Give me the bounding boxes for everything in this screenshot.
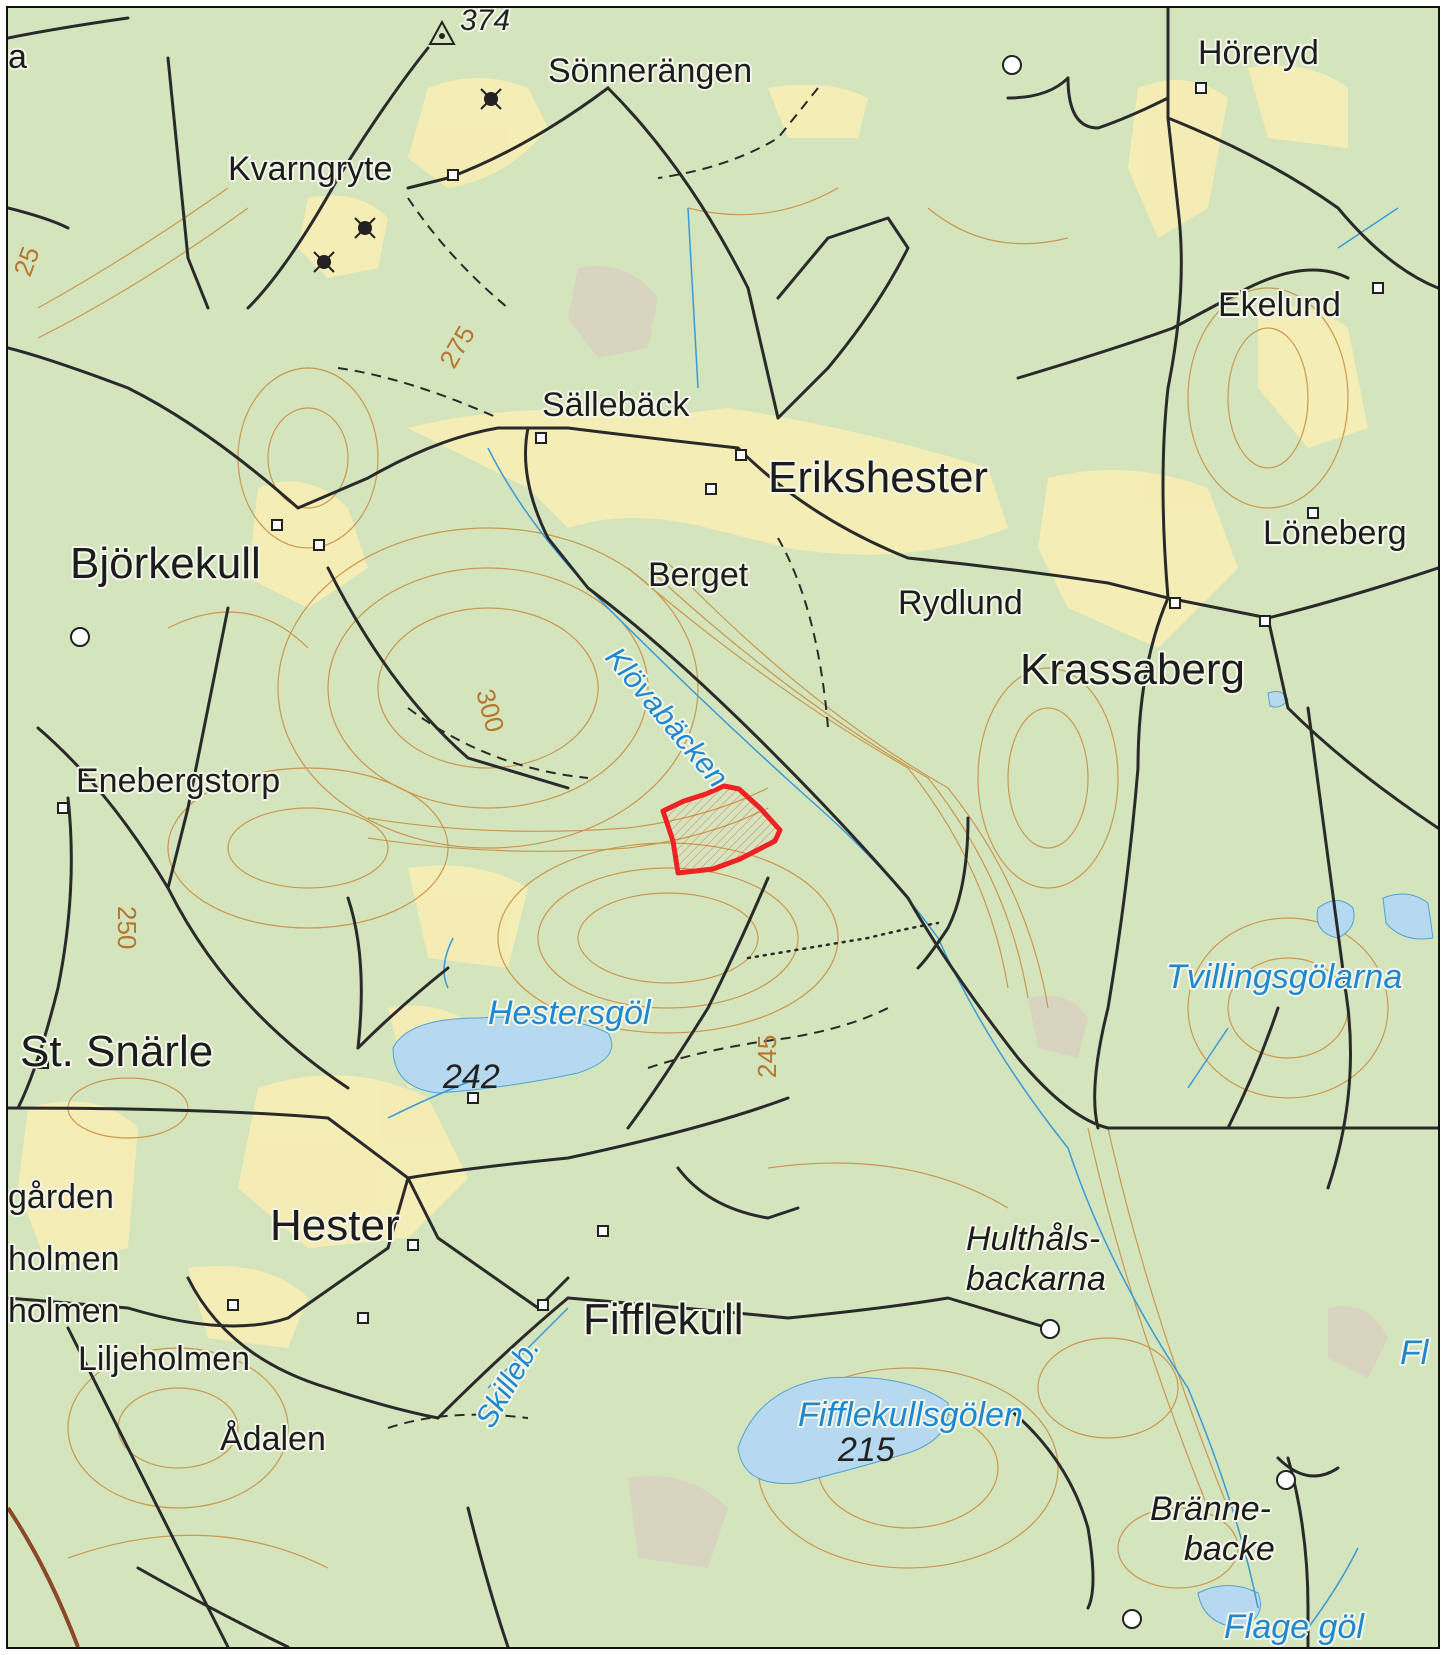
place-label-holmen-2: holmen [8,1292,120,1330]
place-label-loneberg: Löneberg [1263,514,1407,552]
place-label-branne-2: backe [1184,1530,1275,1568]
place-label-sallebeck: Sällebäck [542,386,690,424]
topographic-map[interactable]: Sönnerängen Höreryd Kvarngryte Ekelund S… [8,8,1438,1647]
elevation-hestersgol: 242 [442,1058,500,1096]
place-label-enebergstorp: Enebergstorp [76,762,280,800]
place-label-garden: gården [8,1178,114,1216]
place-label-hester: Hester [270,1201,400,1250]
map-frame: Sönnerängen Höreryd Kvarngryte Ekelund S… [6,6,1440,1649]
place-label-hulthals-2: backarna [966,1260,1106,1298]
place-label-erikshester: Erikshester [768,453,988,502]
study-area-polygon [660,783,783,876]
place-label-liljeholmen: Liljeholmen [78,1340,250,1378]
place-label-horeryd: Höreryd [1198,34,1319,72]
elevation-summit: 374 [460,8,510,37]
water-label-flage-gol: Flage göl [1224,1608,1365,1646]
railway [8,1506,80,1647]
streams [387,207,1399,1629]
bare-ground-areas [568,266,1388,1568]
point-markers [70,55,1296,1629]
tvillingsgolarna-lake-2 [1382,893,1434,940]
contour-label-250: 250 [112,906,142,949]
place-label-fifflekull: Fifflekull [583,1295,744,1344]
place-label-berget: Berget [648,556,749,594]
place-label-krassaberg: Krassaberg [1020,645,1245,694]
place-label-kvarngryte: Kvarngryte [228,150,392,188]
tracks [337,87,889,1429]
place-label-bjorkekull: Björkekull [70,539,261,588]
water-label-fl-edge: Fl [1400,1334,1430,1372]
lakes [392,691,1434,1629]
place-label-edge-a: a [8,38,27,76]
roads [8,8,1438,1647]
place-labels: Sönnerängen Höreryd Kvarngryte Ekelund S… [8,32,1409,1570]
flage-gol-lake [1197,1585,1261,1629]
place-label-sonnerangen: Sönnerängen [548,52,752,90]
elevation-labels: 374 242 215 [442,8,895,1469]
hestersgol-lake [392,1016,613,1094]
place-label-adalen: Ådalen [220,1420,326,1458]
fifflekullsgolen-lake [737,1376,949,1485]
windmill-symbols [313,88,502,273]
krassaberg-pond [1267,691,1289,708]
place-label-holmen-1: holmen [8,1240,120,1278]
place-label-st-snarle: St. Snärle [20,1027,213,1076]
place-label-hulthals-1: Hulthåls- [966,1220,1100,1258]
building-markers [37,82,1384,1324]
triangulation-point-icon [428,19,456,45]
place-label-rydlund: Rydlund [898,584,1023,622]
study-area[interactable] [660,783,783,876]
water-label-tvillingsgolarna: Tvillingsgölarna [1166,958,1402,996]
elevation-fifflekullsgolen: 215 [837,1431,895,1469]
water-label-fifflekullsgolen: Fifflekullsgölen [798,1396,1023,1434]
place-label-branne-1: Bränne- [1150,1490,1271,1528]
footpath [746,921,940,960]
place-label-ekelund: Ekelund [1218,286,1341,324]
water-label-hestersgol: Hestersgöl [488,994,652,1032]
contour-label-245: 245 [752,1035,782,1078]
